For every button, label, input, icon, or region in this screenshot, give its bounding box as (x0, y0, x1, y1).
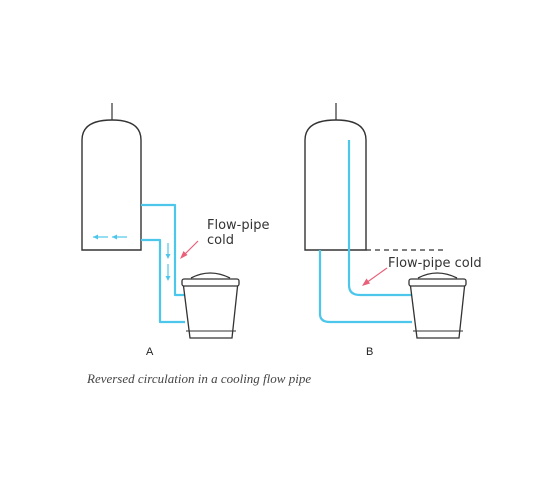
flow-pipe-b (347, 140, 412, 297)
return-pipe-a (141, 238, 185, 324)
boiler-b (408, 272, 467, 339)
label-flow-pipe-a-line1: Flow-pipe (207, 218, 270, 233)
label-flow-pipe-b: Flow-pipe cold (388, 256, 482, 271)
flow-pipe-a (141, 203, 185, 297)
label-pointer-b (362, 267, 388, 286)
down-arrows-a (165, 243, 171, 281)
boiler-a (181, 272, 240, 339)
diagram-b (304, 103, 467, 339)
cylinder-b (304, 119, 367, 251)
return-pipe-b (318, 250, 412, 324)
cylinder-a (81, 119, 142, 251)
reverse-flow-arrows-a (93, 234, 127, 240)
diagram-letter-a: A (146, 346, 154, 358)
figure-caption: Reversed circulation in a cooling flow p… (87, 371, 312, 386)
diagram-letter-b: B (366, 346, 374, 358)
diagram-a (81, 103, 240, 339)
label-flow-pipe-a-line2: cold (207, 233, 234, 248)
label-pointer-a (180, 240, 199, 259)
